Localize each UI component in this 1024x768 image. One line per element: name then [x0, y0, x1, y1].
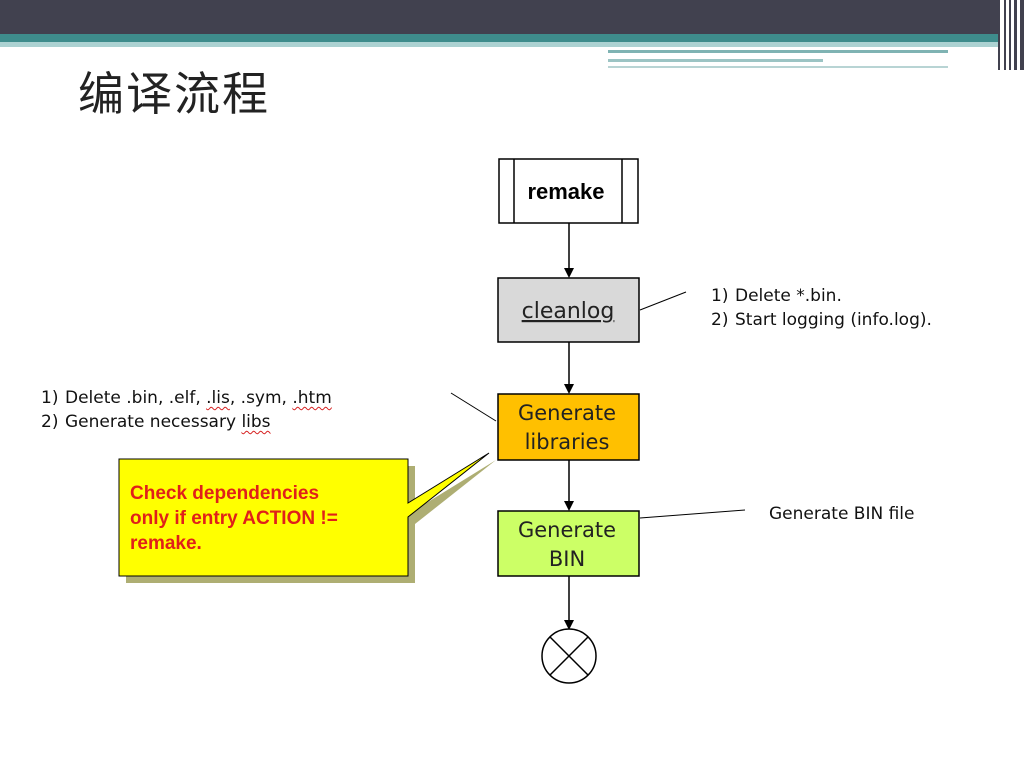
cleanlog-node: cleanlog [497, 277, 640, 343]
bin-note-connector [639, 509, 746, 519]
libraries-note-line2: 2)Generate necessary libs [41, 412, 271, 432]
cleanlog-note-line2: 2)Start logging (info.log). [711, 310, 932, 330]
libraries-label-line2: libraries [525, 430, 610, 454]
bin-label-line2: BIN [549, 547, 585, 571]
cleanlog-note: 1)Delete *.bin. 2)Start logging (info.lo… [711, 284, 932, 332]
libraries-note-line1: 1)Delete .bin, .elf, .lis, .sym, .htm [41, 388, 332, 408]
libraries-note-connector [450, 392, 497, 422]
remake-label: remake [527, 179, 604, 204]
cleanlog-note-connector [639, 291, 687, 311]
callout-box [118, 452, 496, 583]
callout-text: Check dependencies only if entry ACTION … [130, 483, 338, 554]
bin-label-line1: Generate [518, 518, 616, 542]
libraries-node: Generate libraries [497, 393, 640, 461]
cleanlog-label: cleanlog [522, 299, 615, 324]
slide-header-bar [0, 0, 1024, 70]
remake-node: remake [498, 158, 639, 224]
cleanlog-note-line1: 1)Delete *.bin. [711, 286, 842, 306]
bin-note: Generate BIN file [769, 504, 915, 524]
libraries-note: 1)Delete .bin, .elf, .lis, .sym, .htm 2)… [41, 386, 332, 434]
libraries-label-line1: Generate [518, 401, 616, 425]
x-circle-end-icon [541, 628, 597, 684]
bin-node: Generate BIN [497, 510, 640, 577]
slide-title: 编译流程 [78, 67, 270, 121]
